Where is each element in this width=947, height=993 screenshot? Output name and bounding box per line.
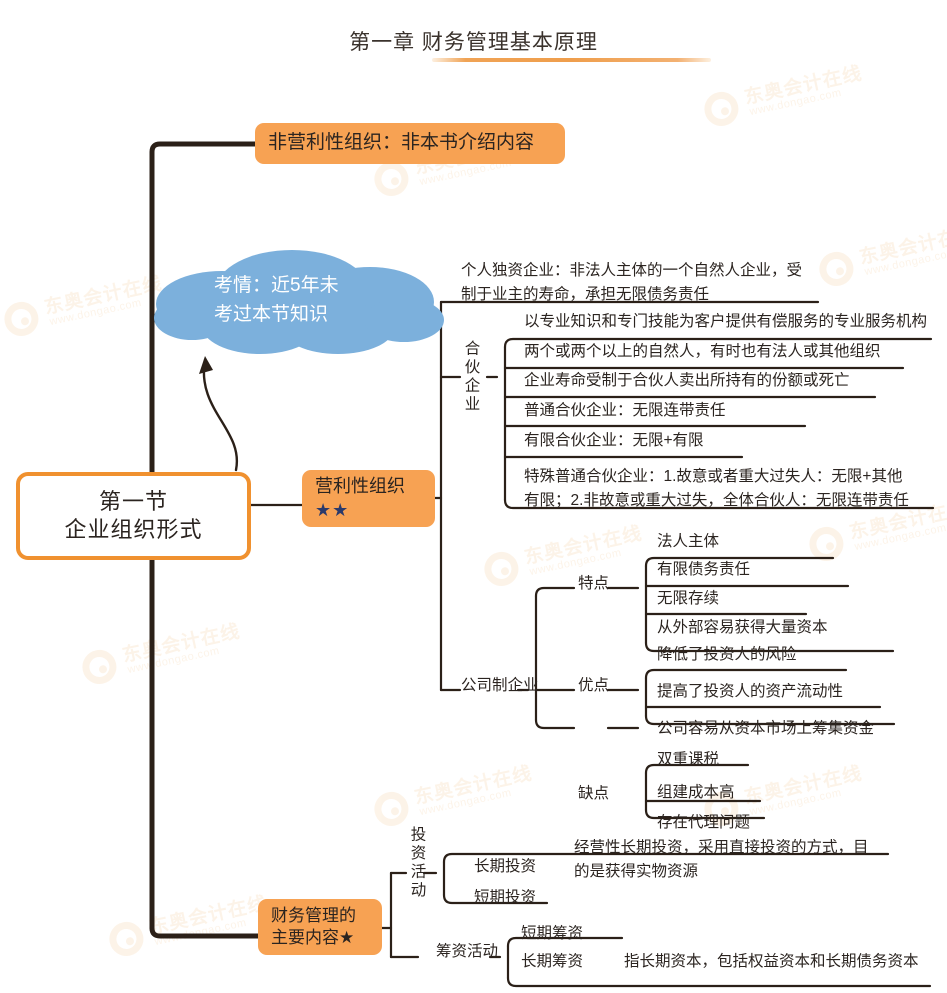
group-label-characteristics: 特点	[578, 575, 610, 592]
title-underline	[432, 58, 711, 62]
leaf-advantages-0: 降低了投资人的风险	[657, 646, 797, 663]
leaf-disadvantages-2: 存在代理问题	[657, 814, 751, 831]
leaf-partnership-2: 企业寿命受制于合伙人卖出所持有的份额或死亡	[524, 372, 850, 389]
branch-label-corporation: 公司制企业	[461, 677, 539, 694]
leaf-disadvantages-1: 组建成本高	[657, 784, 735, 801]
group-label-advantages: 优点	[578, 677, 610, 694]
exam-note-cloud: 考情：近5年未 考过本节知识	[152, 248, 454, 356]
leaf-long-term-investment: 长期投资	[474, 858, 537, 875]
leaf-characteristics-3: 从外部容易获得大量资本	[657, 619, 828, 636]
leaf-partnership-4: 有限合伙企业：无限+有限	[524, 432, 704, 449]
group-label-disadvantages: 缺点	[578, 785, 610, 802]
leaf-long-term-financing: 长期筹资	[521, 953, 584, 970]
exam-note-line2: 考过本节知识	[214, 303, 329, 325]
leaf-advantages-1: 提高了投资人的资产流动性	[657, 683, 844, 700]
branch-label-partnership: 合伙企业	[462, 340, 480, 414]
root-node-line2: 企业组织形式	[64, 517, 203, 542]
leaf-sole-proprietorship: 个人独资企业：非法人主体的一个自然人企业，受 制于业主的寿命，承担无限债务责任	[461, 262, 803, 303]
leaf-disadvantages-0: 双重课税	[657, 751, 720, 768]
node-fm-content-line1: 财务管理的	[271, 905, 356, 925]
root-node[interactable]: 第一节 企业组织形式	[16, 472, 251, 560]
node-nonprofit-organization[interactable]: 非营利性组织：非本书介绍内容	[255, 123, 565, 164]
exam-note-text: 考情：近5年未 考过本节知识	[214, 272, 414, 329]
node-financial-management-content[interactable]: 财务管理的 主要内容★	[258, 899, 382, 955]
leaf-partnership-3: 普通合伙企业：无限连带责任	[524, 402, 726, 419]
cloud-shape-icon	[154, 250, 444, 354]
page-title: 第一章 财务管理基本原理	[349, 31, 598, 54]
node-nonprofit-label: 非营利性组织：非本书介绍内容	[268, 132, 535, 154]
exam-note-line1: 考情：近5年未	[214, 275, 339, 296]
node-forprofit-organization[interactable]: 营利性组织 ★★	[302, 470, 435, 527]
node-fm-content-line2: 主要内容★	[271, 928, 355, 947]
leaf-long-term-investment-detail: 经营性长期投资，采用直接投资的方式，目 的是获得实物资源	[574, 839, 869, 880]
leaf-partnership-1: 两个或两个以上的自然人，有时也有法人或其他组织	[524, 343, 881, 360]
branch-label-investing-activities: 投资活动	[408, 826, 426, 900]
root-node-line1: 第一节	[98, 488, 168, 514]
leaf-short-term-financing: 短期筹资	[521, 925, 584, 942]
leaf-long-term-financing-detail: 指长期资本，包括权益资本和长期债务资本	[624, 953, 919, 970]
leaf-short-term-investment: 短期投资	[474, 889, 537, 906]
leaf-advantages-2: 公司容易从资本市场上筹集资金	[657, 720, 875, 737]
leaf-partnership-5: 特殊普通合伙企业：1.故意或者重大过失人：无限+其他 有限；2.非故意或重大过失…	[524, 468, 909, 509]
leaf-characteristics-0: 法人主体	[657, 533, 720, 550]
leaf-partnership-0: 以专业知识和专门技能为客户提供有偿服务的专业服务机构	[524, 313, 928, 330]
node-forprofit-stars: ★★	[315, 499, 350, 520]
branch-label-financing-activities: 筹资活动	[436, 943, 499, 960]
leaf-characteristics-2: 无限存续	[657, 590, 720, 607]
node-forprofit-label: 营利性组织	[315, 476, 405, 497]
leaf-characteristics-1: 有限债务责任	[657, 561, 751, 578]
